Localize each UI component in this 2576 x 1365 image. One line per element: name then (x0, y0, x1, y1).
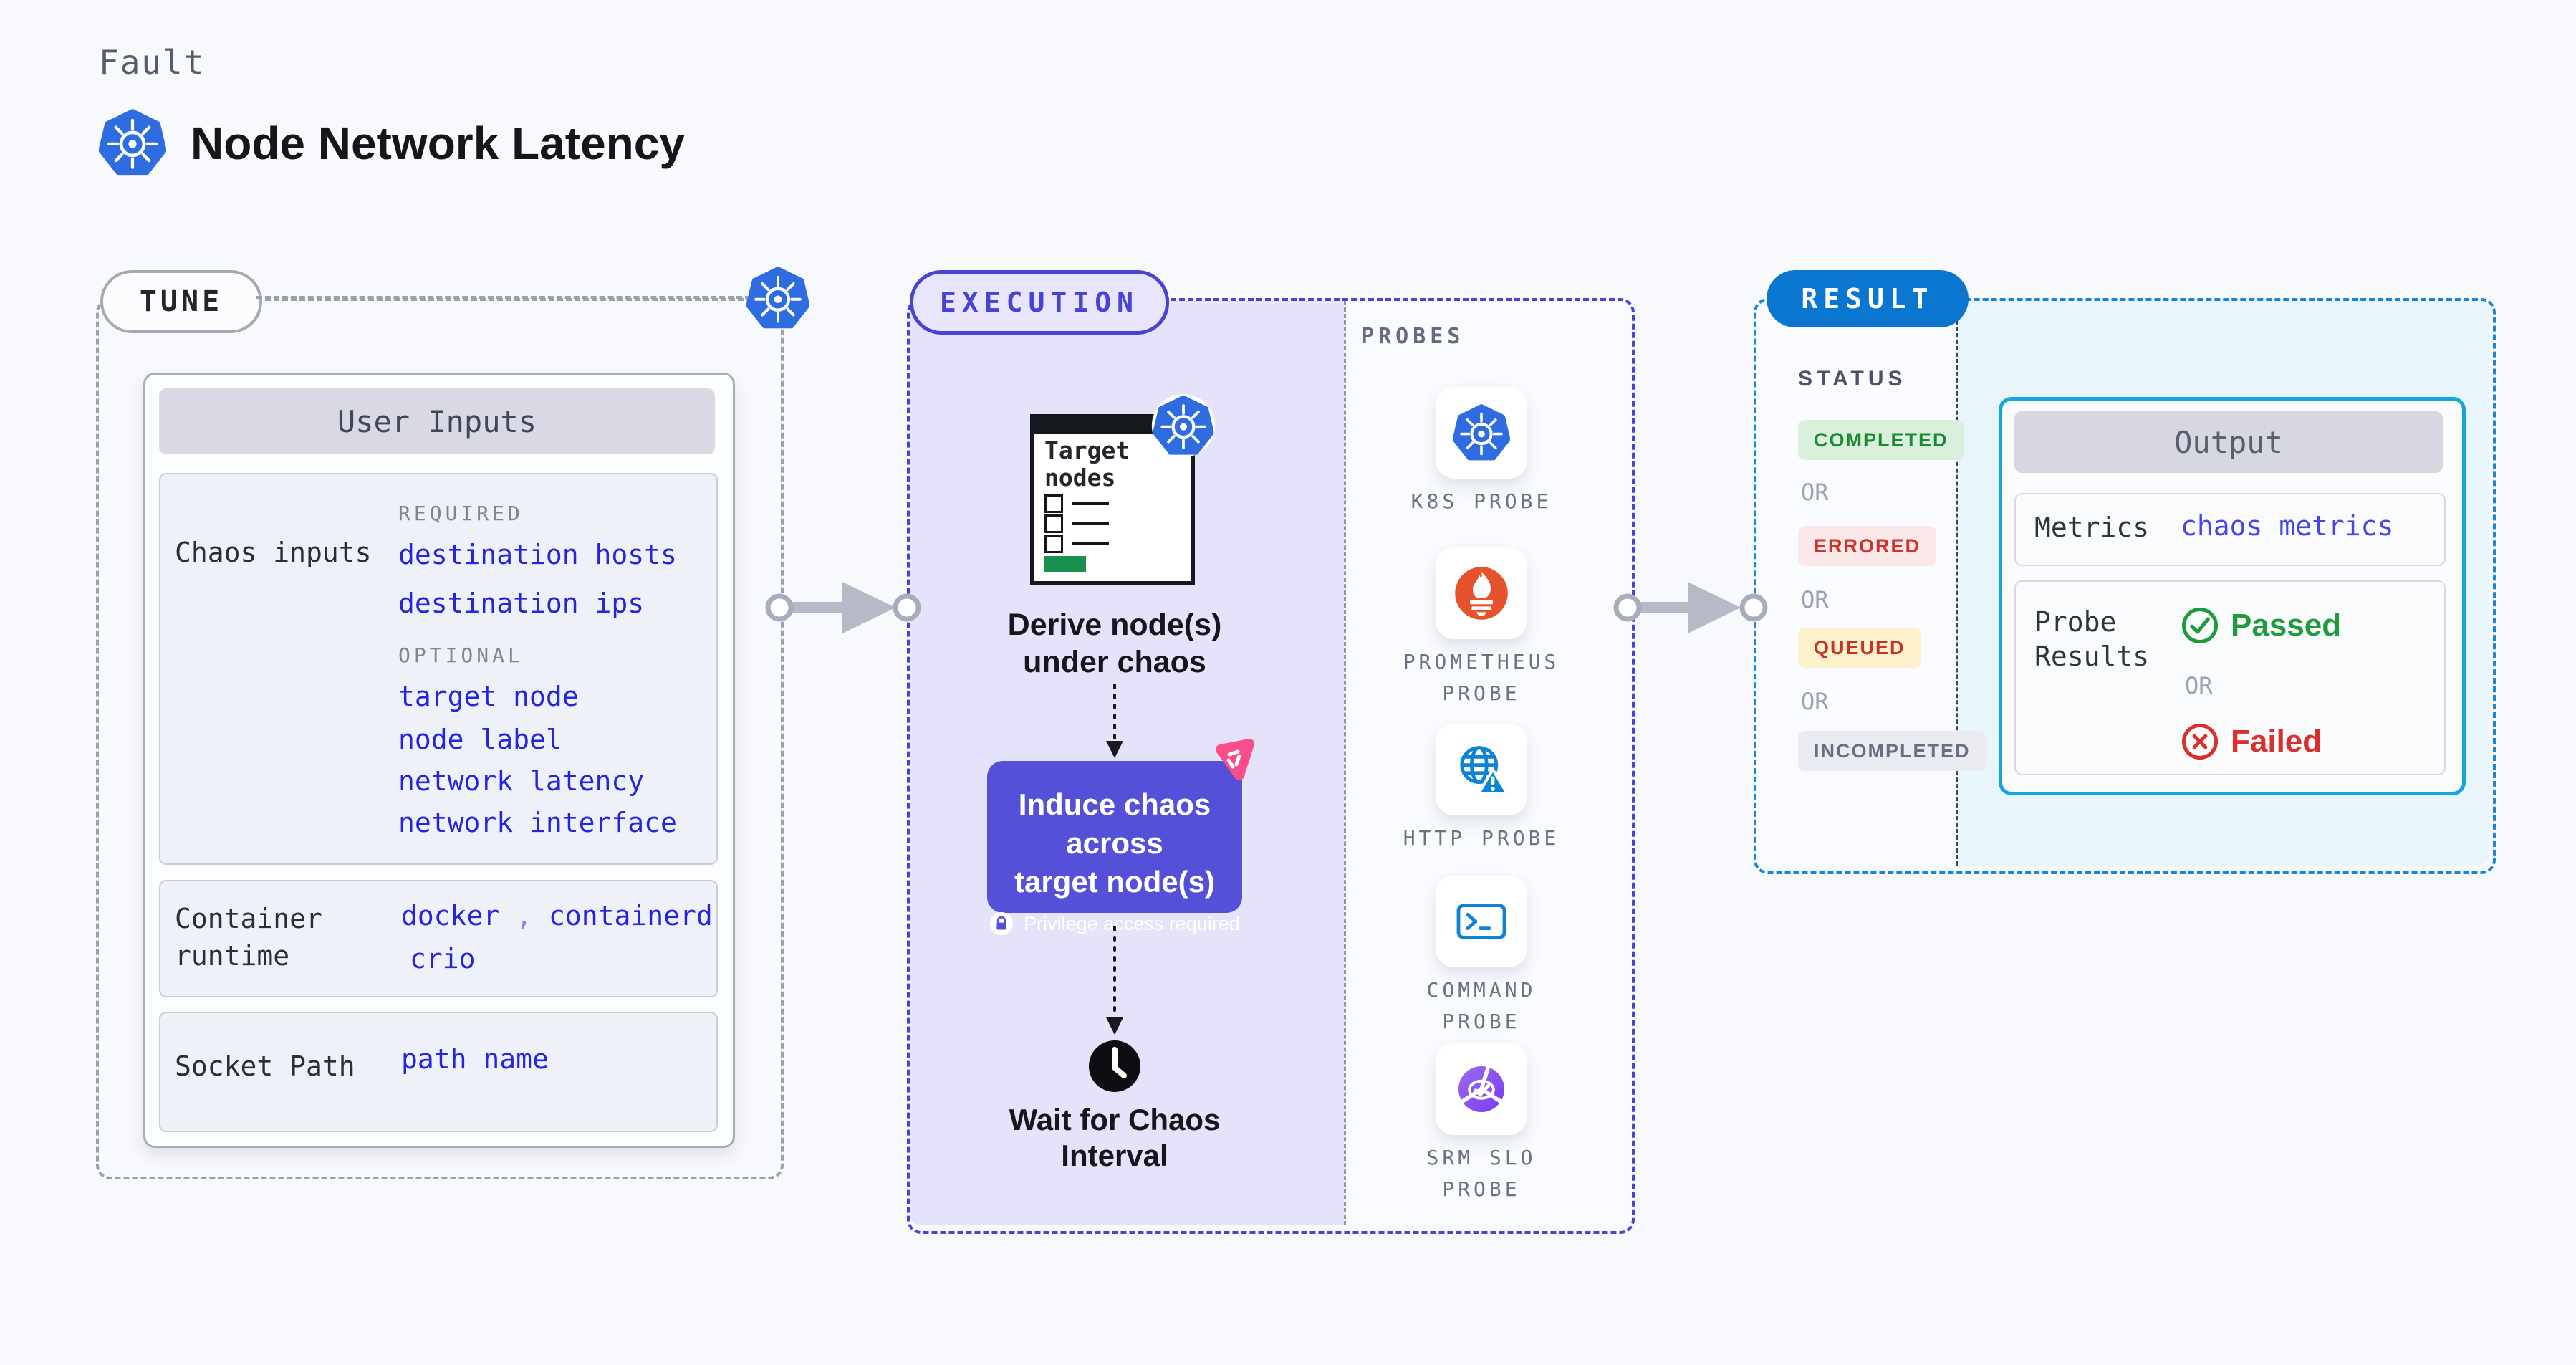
runtime-containerd: containerd (548, 900, 713, 931)
node-checkbox-row (1044, 535, 1109, 553)
container-runtime-row (159, 880, 718, 997)
lock-icon (990, 911, 1014, 936)
kubernetes-icon (1151, 393, 1216, 458)
or-label: OR (1801, 479, 1829, 506)
status-badge-label: ERRORED (1798, 526, 1937, 566)
or-label: OR (1801, 586, 1829, 613)
execution-badge-label: EXECUTION (940, 287, 1139, 318)
kubernetes-icon (746, 267, 809, 330)
input-target-node: target node (398, 681, 579, 712)
green-button-placeholder (1044, 556, 1086, 572)
or-label: OR (2185, 672, 2213, 699)
status-badge-errored: ERRORED (1798, 526, 1937, 566)
user-inputs-header: User Inputs (159, 388, 715, 454)
status-badge-incompleted: INCOMPLETED (1798, 731, 1986, 771)
status-badge-label: COMPLETED (1798, 420, 1964, 460)
privilege-row: Privilege access required (987, 911, 1242, 936)
probe-card-k8s (1436, 387, 1527, 479)
result-badge: RESULT (1767, 270, 1969, 327)
probe-card-command (1436, 876, 1527, 967)
output-title: Output (2174, 424, 2283, 460)
terminal-icon (1453, 893, 1510, 950)
socket-path-row (159, 1012, 718, 1132)
tune-badge: TUNE (100, 270, 262, 333)
failed-x-icon (2181, 723, 2219, 760)
socket-path-value: path name (401, 1043, 549, 1075)
or-label: OR (1801, 688, 1829, 715)
clock-icon (1089, 1040, 1140, 1092)
probe-results-row (2014, 580, 2446, 775)
probes-title: PROBES (1361, 324, 1465, 349)
kubernetes-icon (99, 109, 166, 176)
checkbox-icon (1044, 494, 1063, 513)
socket-path-label: Socket Path (175, 1050, 355, 1082)
kubernetes-icon (1453, 404, 1510, 461)
status-title: STATUS (1798, 367, 1907, 391)
induce-chaos-label: Induce chaos across target node(s) (1014, 787, 1215, 899)
page-title: Node Network Latency (191, 118, 685, 169)
failed-label: Failed (2231, 724, 2322, 759)
probe-card-prometheus (1436, 547, 1527, 639)
metrics-label: Metrics (2034, 512, 2150, 543)
line-placeholder (1072, 542, 1109, 545)
probe-label-prometheus: PROMETHEUS PROBE (1403, 650, 1560, 705)
probe-results-label: Probe Results (2034, 606, 2150, 672)
status-panel (1756, 301, 1956, 866)
tune-to-kubernetes-connector (256, 296, 751, 299)
user-inputs-title: User Inputs (337, 403, 537, 439)
wait-chaos-interval-label: Wait for Chaos Interval (1009, 1103, 1221, 1172)
fault-label: Fault (99, 43, 206, 82)
tune-section-frame (96, 298, 784, 1179)
input-network-latency: network latency (398, 765, 645, 797)
litmus-chaos-icon (1216, 739, 1254, 780)
output-header: Output (2014, 411, 2443, 473)
status-badge-label: INCOMPLETED (1798, 731, 1986, 771)
target-nodes-label: Target nodes (1044, 436, 1130, 492)
probe-label-command: COMMAND PROBE (1426, 978, 1537, 1033)
probe-card-srm-slo (1436, 1043, 1527, 1135)
induce-chaos-box: Induce chaos across target node(s) Privi… (987, 761, 1242, 936)
chaos-inputs-row (159, 473, 718, 865)
passed-label: Passed (2231, 608, 2342, 643)
prometheus-icon (1453, 565, 1510, 622)
optional-label: OPTIONAL (398, 643, 524, 667)
passed-check-icon (2181, 607, 2219, 644)
runtime-crio: crio (410, 943, 476, 974)
input-destination-ips: destination ips (398, 588, 645, 619)
derive-nodes-label: Derive node(s) under chaos (1007, 608, 1222, 679)
metrics-row (2014, 493, 2446, 566)
input-node-label: node label (398, 724, 562, 755)
result-badge-label: RESULT (1801, 283, 1934, 315)
runtime-docker-containerd: docker , containerd (401, 900, 713, 931)
runtime-separator: , (516, 900, 533, 931)
status-badge-label: QUEUED (1798, 628, 1921, 668)
probe-label-http: HTTP PROBE (1403, 826, 1560, 850)
checkbox-icon (1044, 535, 1063, 553)
metrics-value: chaos metrics (2181, 510, 2394, 542)
http-globe-icon (1453, 741, 1510, 798)
checkbox-icon (1044, 514, 1063, 533)
status-badge-queued: QUEUED (1798, 628, 1921, 668)
privilege-label: Privilege access required (1024, 912, 1240, 934)
input-destination-hosts: destination hosts (398, 539, 677, 570)
line-placeholder (1072, 522, 1109, 525)
node-checkbox-row (1044, 514, 1109, 533)
chaos-inputs-label: Chaos inputs (175, 537, 372, 568)
probe-label-srm-slo: SRM SLO PROBE (1426, 1146, 1537, 1201)
slo-pie-icon (1453, 1060, 1510, 1118)
runtime-docker: docker (401, 900, 500, 931)
required-label: REQUIRED (398, 502, 524, 525)
tune-badge-label: TUNE (139, 285, 224, 318)
probe-card-http (1436, 724, 1527, 815)
execution-section-frame (907, 298, 1635, 1234)
container-runtime-label: Container runtime (175, 903, 322, 972)
input-network-interface: network interface (398, 807, 677, 838)
result-section-frame (1754, 298, 2496, 874)
target-card-titlebar (1034, 418, 1191, 434)
line-placeholder (1072, 502, 1109, 505)
status-badge-completed: COMPLETED (1798, 420, 1964, 460)
node-checkbox-row (1044, 494, 1109, 513)
probe-label-k8s: K8S PROBE (1410, 489, 1552, 513)
execution-badge: EXECUTION (910, 270, 1169, 335)
